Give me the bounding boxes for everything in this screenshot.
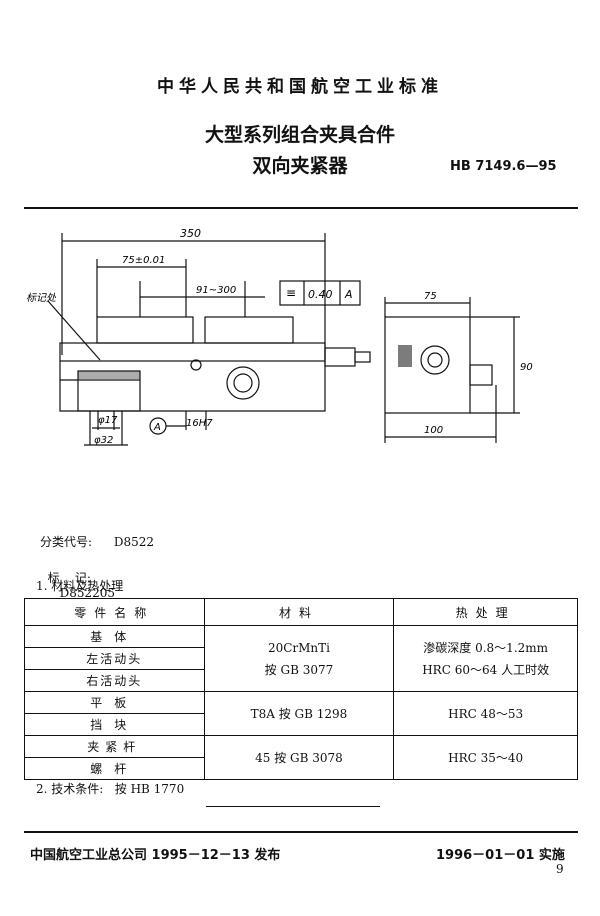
part-name: 夹紧杆 [24, 735, 205, 758]
marking-label: 标记处 [26, 292, 57, 304]
column-header-part: 零件名称 [24, 598, 205, 626]
section-2-heading: 2. 技术条件: 按 HB 1770 [36, 782, 185, 796]
tolerance-value: 0.40 [308, 288, 333, 301]
issue-date: 中国航空工业总公司 1995－12－13 发布 [30, 848, 281, 863]
dim-75-tolerance: 75±0.01 [122, 255, 165, 266]
material-cell: T8A 按 GB 1298 [203, 691, 395, 736]
part-name: 左活动头 [24, 647, 205, 670]
material-cell: 45 按 GB 3078 [203, 735, 395, 780]
part-name: 基体 [24, 625, 205, 648]
class-code-label: 分类代号: [40, 535, 93, 549]
material-line: T8A 按 GB 1298 [250, 706, 348, 721]
section-1-heading: 1. 材料及热处理 [36, 579, 124, 593]
symmetry-symbol: ≡ [286, 286, 296, 300]
dim-range: 91~300 [196, 285, 236, 296]
table-row: 夹紧杆 45 按 GB 3078 HRC 35～40 [24, 735, 578, 780]
organization-title: 中华人民共和国航空工业标准 [157, 77, 443, 97]
document-title-line1: 大型系列组合夹具合件 [204, 124, 395, 146]
mark-value: D852205 [59, 586, 116, 600]
dim-total-length: 350 [180, 227, 201, 240]
mark-label: 标 记: [47, 571, 91, 585]
part-name: 右活动头 [24, 669, 205, 692]
heat-treatment-cell: 渗碳深度 0.8～1.2mm HRC 60～64 人工时效 [393, 625, 578, 692]
heat-treatment-cell: HRC 35～40 [393, 735, 578, 780]
effective-date: 1996－01－01 实施 [436, 848, 565, 863]
heat-line: 渗碳深度 0.8～1.2mm [423, 640, 549, 655]
document-title-line2: 双向夹紧器 [252, 155, 348, 177]
table-row: 基体 20CrMnTi 按 GB 3077 渗碳深度 0.8～1.2mm HRC… [24, 625, 578, 692]
heat-line: HRC 60～64 人工时效 [422, 662, 550, 677]
page-number: 9 [556, 862, 564, 876]
mark-row: 标 记: D852205 [40, 555, 115, 600]
dim-phi32: φ32 [94, 435, 113, 446]
part-name: 螺杆 [24, 757, 205, 780]
table-row: 平板 T8A 按 GB 1298 HRC 48～53 [24, 691, 578, 736]
footer-rule [24, 831, 578, 833]
side-dim-75: 75 [424, 291, 437, 302]
standard-number: HB 7149.6—95 [450, 159, 557, 174]
technical-drawing: 350 75±0.01 91~300 ≡ 0.40 A 标记处 φ17 φ32 … [26, 227, 533, 446]
heat-line: HRC 35～40 [448, 750, 524, 765]
heat-line: HRC 48～53 [448, 706, 524, 721]
material-line: 按 GB 3077 [264, 662, 334, 677]
end-rule [206, 806, 380, 807]
material-line: 20CrMnTi [267, 640, 330, 655]
tolerance-datum: A [344, 288, 353, 301]
dim-phi17: φ17 [98, 415, 118, 426]
side-dim-100: 100 [424, 425, 443, 436]
table-header-row: 零件名称 材料 热处理 [24, 598, 578, 626]
column-header-heat-treatment: 热处理 [393, 598, 578, 626]
materials-table: 零件名称 材料 热处理 基体 20CrMnTi 按 GB 3077 渗碳深度 0… [24, 598, 578, 780]
material-cell: 20CrMnTi 按 GB 3077 [203, 625, 395, 692]
datum-label: A [153, 422, 161, 433]
column-header-material: 材料 [203, 598, 395, 626]
class-code-row: 分类代号: D8522 [40, 533, 154, 550]
header-rule [24, 207, 578, 209]
table-row: 螺杆 [24, 757, 578, 780]
class-code-value: D8522 [113, 535, 155, 549]
part-name: 挡块 [24, 713, 205, 736]
side-dim-90: 90 [520, 362, 533, 373]
part-name: 平板 [24, 691, 205, 714]
dim-slot: 16H7 [186, 418, 213, 429]
heat-treatment-cell: HRC 48～53 [393, 691, 578, 736]
material-line: 45 按 GB 3078 [255, 750, 343, 765]
